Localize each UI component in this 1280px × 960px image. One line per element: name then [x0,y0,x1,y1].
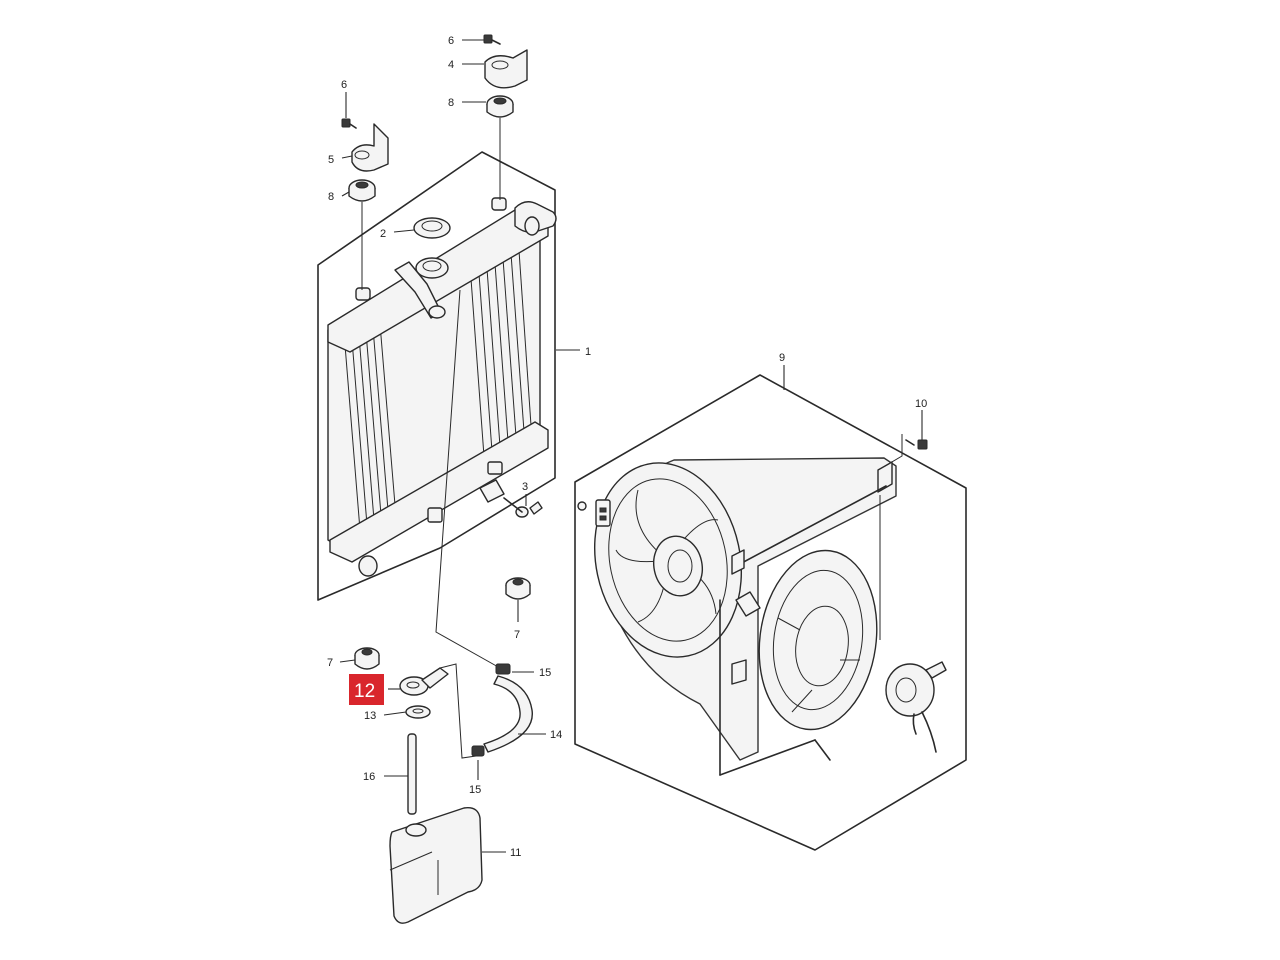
grommet-upper-left [348,179,376,202]
label-part-8-left: 8 [328,191,334,203]
radiator [317,151,557,601]
label-part-4: 4 [448,59,454,71]
reservoir-seal [405,705,431,719]
label-part-8-upper: 8 [448,97,454,109]
label-part-1: 1 [585,346,591,358]
fan-shroud-assembly [574,374,967,851]
reservoir-pipe [407,733,417,815]
reservoir-cap [399,667,449,696]
label-part-2: 2 [380,228,386,240]
reservoir-tank [389,807,483,924]
radiator-cap [413,217,451,239]
bolt-upper-right [483,34,501,45]
overflow-hose [483,675,533,753]
hose-clamp-lower [471,745,485,757]
label-part-11: 11 [510,847,521,859]
label-part-5: 5 [328,154,334,166]
upper-bracket-right [484,49,528,89]
hose-clamp-upper [495,663,511,675]
label-part-16: 16 [363,771,375,783]
label-part-14: 14 [550,729,562,741]
label-part-15-upper: 15 [539,667,551,679]
label-part-10: 10 [915,398,927,410]
shroud-bolt [905,439,928,450]
label-part-6-left: 6 [341,79,347,91]
grommet-upper-right [486,95,514,118]
label-part-3: 3 [522,481,528,493]
label-part-7-right: 7 [514,629,520,641]
label-part-7-left: 7 [327,657,333,669]
bolt-upper-left [341,118,357,129]
label-part-13: 13 [364,710,376,722]
drain-plug [479,479,543,518]
upper-bracket-left [351,123,389,172]
label-part-15-lower: 15 [469,784,481,796]
label-part-9: 9 [779,352,785,364]
leader-lines [339,39,923,853]
highlight-badge [349,674,384,705]
label-part-12: 12 [354,681,375,702]
label-part-6-upper: 6 [448,35,454,47]
part-labels: 6 4 8 6 5 8 2 1 3 9 10 7 7 15 13 14 16 1… [327,35,927,859]
grommet-lower-right [505,577,531,600]
grommet-lower-left [354,647,380,670]
highlight-part-12: 12 [349,674,384,705]
